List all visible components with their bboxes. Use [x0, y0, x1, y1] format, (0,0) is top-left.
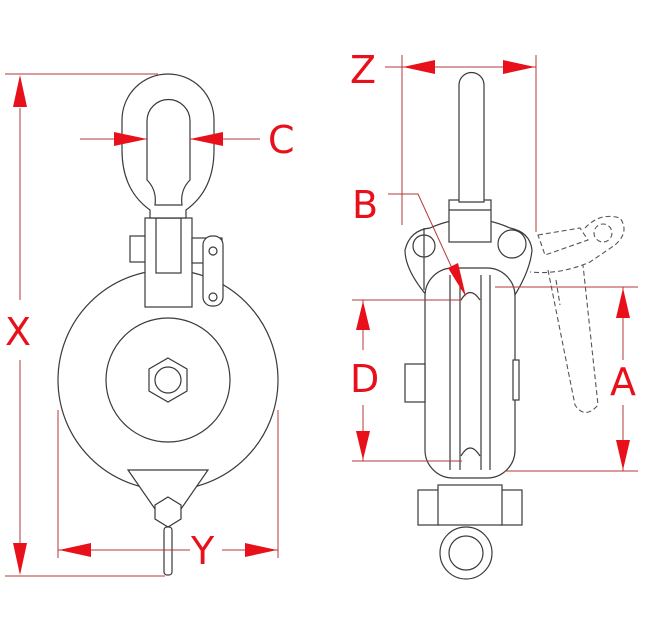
dimension-d: D: [350, 299, 462, 462]
sheave-hub: [105, 317, 231, 443]
dimension-z: Z: [350, 48, 537, 232]
clevis-nut-left: [417, 489, 441, 526]
axle-nut-inner: [154, 366, 182, 394]
dimension-label-x: X: [5, 310, 31, 354]
groove-bottom: [460, 447, 481, 457]
swivel-eye-inner: [146, 98, 191, 206]
bottom-eye-inner: [448, 535, 484, 571]
clevis-body: [437, 484, 503, 526]
dimension-label-b: B: [352, 183, 378, 227]
bottom-eye-outer: [439, 526, 493, 580]
arrow-up: [616, 288, 630, 318]
dimension-label-z: Z: [350, 48, 376, 92]
dimension-y: Y: [57, 410, 279, 573]
tail-pin: [163, 526, 173, 576]
arrow-right: [503, 60, 535, 74]
arrow-right: [114, 132, 147, 146]
eye-bolt-side: [458, 71, 485, 203]
arrow-pointer: [448, 263, 466, 297]
arrow-right: [245, 543, 277, 557]
axle-nut-side: [404, 363, 426, 403]
arrow-down: [356, 431, 370, 460]
latch-open-dashed: [529, 215, 625, 414]
dimension-c: C: [80, 118, 295, 162]
side-view: [404, 71, 625, 580]
dimension-label-y: Y: [190, 529, 215, 573]
swivel-block: [144, 217, 193, 308]
latch-hole-2: [208, 292, 218, 302]
arrow-left: [59, 543, 91, 557]
arrow-left: [190, 132, 223, 146]
arrow-left: [403, 60, 435, 74]
swivel-housing: [448, 199, 492, 243]
dimension-label-c: C: [268, 118, 295, 162]
dimension-x: X: [5, 73, 165, 577]
latch: [202, 235, 224, 307]
dimension-label-d: D: [350, 357, 379, 401]
clevis-nut-right: [499, 489, 523, 526]
dimension-b: B: [352, 183, 466, 297]
axle-nut: [148, 357, 188, 403]
groove-top: [460, 291, 481, 301]
dimension-label-a: A: [610, 360, 636, 404]
dimension-a: A: [495, 286, 638, 472]
front-view: [57, 73, 279, 576]
swivel-side-tab: [129, 235, 147, 263]
axle-cap-side: [512, 359, 520, 401]
arrow-down: [616, 440, 630, 470]
arrow-up: [13, 75, 27, 107]
arrow-up: [356, 301, 370, 330]
cheek-pin-right: [497, 229, 527, 259]
arrow-down: [13, 543, 27, 575]
latch-hole-1: [208, 246, 218, 256]
